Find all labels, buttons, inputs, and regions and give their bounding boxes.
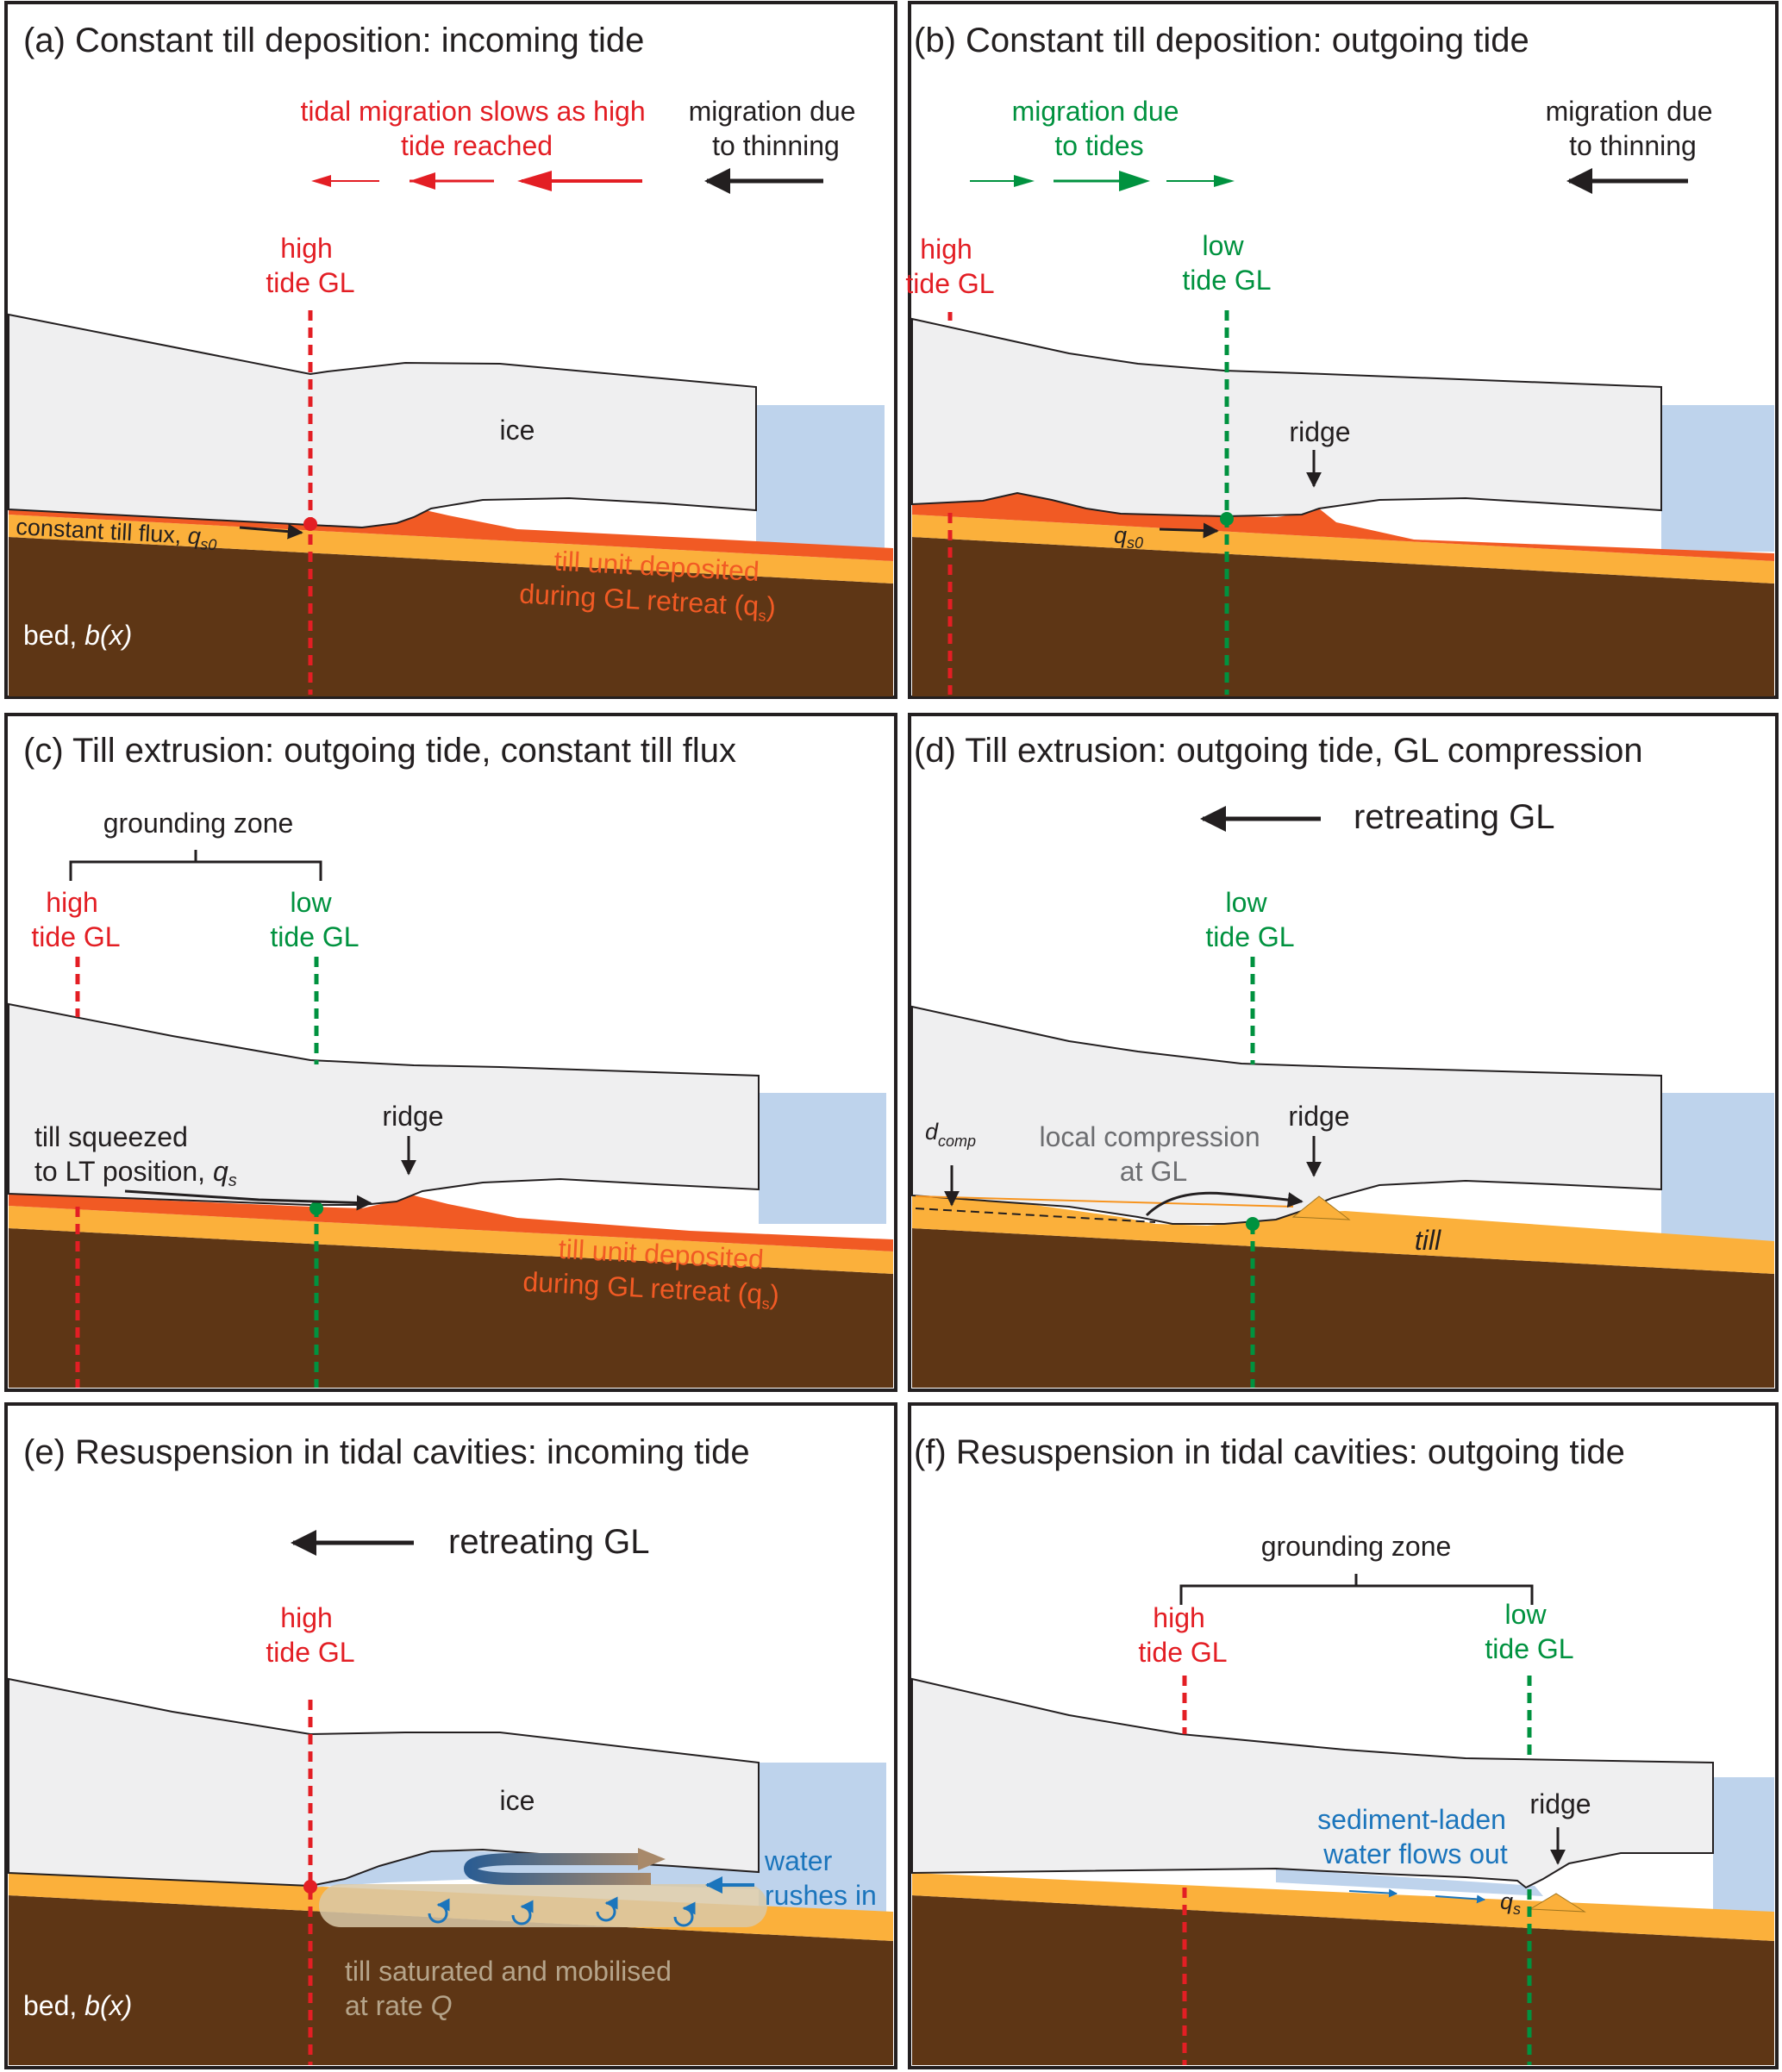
panel-b: (b) Constant till deposition: outgoing t… (905, 1, 1779, 699)
bed-label: bed, b(x) (23, 1990, 132, 2021)
panel-title: (a) Constant till deposition: incoming t… (23, 22, 644, 59)
grounding-zone-bracket (1179, 1574, 1534, 1605)
grounding-line-point (303, 1880, 317, 1894)
panel-c: (c) Till extrusion: outgoing tide, const… (4, 713, 897, 1392)
ridge-label: ridge (1288, 1101, 1349, 1132)
migration-thinning-label: migration due to thinning (1546, 96, 1721, 161)
ridge-label: ridge (1529, 1788, 1591, 1819)
ice-shelf (8, 313, 757, 529)
low-tide-gl-label: low tide GL (270, 887, 359, 952)
flux-arrow (239, 523, 303, 540)
till-label: till (1415, 1225, 1441, 1256)
compression-depth-line (915, 1208, 1156, 1223)
ice-label: ice (500, 415, 535, 446)
ice-shelf (911, 317, 1662, 518)
low-tide-gl-label: low tide GL (1485, 1599, 1573, 1664)
bed (912, 537, 1774, 696)
panel-title: (c) Till extrusion: outgoing tide, const… (23, 732, 736, 770)
migration-tides-label: migration due to tides (1012, 96, 1187, 161)
high-tide-gl-label: high tide GL (905, 234, 994, 299)
ice-shelf (911, 1677, 1714, 1889)
bed-label: bed, b(x) (23, 620, 132, 651)
ice-label: ice (500, 1785, 535, 1816)
panel-d: (d) Till extrusion: outgoing tide, GL co… (908, 713, 1779, 1392)
till-layer (912, 1195, 1774, 1274)
water (1661, 405, 1774, 552)
till-layer (9, 1206, 893, 1274)
cavity-water (1276, 1869, 1543, 1896)
till-unit-deposited (9, 1194, 893, 1251)
high-tide-gl-label: high tide GL (1138, 1602, 1227, 1668)
eddy-icons (428, 1896, 696, 1927)
bed (9, 1895, 893, 2065)
panel-a: (a) Constant till deposition: incoming t… (4, 1, 897, 699)
panel-title: (d) Till extrusion: outgoing tide, GL co… (914, 732, 1643, 770)
till-layer (912, 1873, 1774, 1941)
water (756, 405, 885, 552)
high-tide-gl-label: high tide GL (266, 1602, 354, 1668)
panel-f: (f) Resuspension in tidal cavities: outg… (908, 1402, 1779, 2069)
ice-shelf (8, 1002, 760, 1206)
bed (912, 1228, 1774, 1388)
bed (9, 1228, 893, 1388)
till-layer (912, 515, 1774, 584)
till-squeezed-label: till squeezed to LT position, qs (34, 1121, 237, 1190)
ridge-mound (1291, 1195, 1351, 1220)
low-tide-gl-label: low tide GL (1205, 887, 1294, 952)
panel-title: (e) Resuspension in tidal cavities: inco… (23, 1433, 750, 1471)
retreating-label: retreating GL (1354, 798, 1554, 836)
panel-title: (b) Constant till deposition: outgoing t… (914, 22, 1529, 59)
till-layer (9, 515, 893, 584)
sediment-laden-label: sediment-laden water flows out (1317, 1804, 1514, 1869)
flux-label: qs (1500, 1888, 1521, 1918)
till-unit-deposited (912, 492, 1774, 561)
water (1661, 1093, 1774, 1258)
panel-e: (e) Resuspension in tidal cavities: inco… (4, 1402, 897, 2069)
extrusion-arrow (1145, 1191, 1304, 1217)
tidal-arrows (970, 171, 1235, 191)
grounding-line-point (303, 517, 317, 531)
till-unit-label: till unit deposited during GL retreat (q… (518, 544, 778, 625)
high-tide-gl-label: high tide GL (31, 887, 120, 952)
squeeze-arrow (124, 1189, 372, 1211)
retreating-label: retreating GL (448, 1523, 649, 1561)
water (759, 1763, 886, 1931)
grounding-line-point (310, 1201, 323, 1215)
grounding-line-point (1246, 1217, 1260, 1231)
original-till-surface (915, 1195, 1294, 1208)
water (1713, 1777, 1774, 1931)
ice-shelf (911, 1005, 1662, 1225)
grounding-line-point (1220, 512, 1234, 526)
outflow-arrow (1348, 1888, 1397, 1898)
grounding-zone-label: grounding zone (1261, 1531, 1452, 1562)
outflow-arrow (1435, 1894, 1485, 1904)
circulation-arrowhead (638, 1848, 666, 1870)
bed (9, 537, 893, 696)
low-tide-gl-label: low tide GL (1182, 230, 1271, 296)
ridge-label: ridge (382, 1101, 443, 1132)
tidal-migration-label: tidal migration slows as high tide reach… (300, 96, 653, 161)
migration-thinning-label: migration due to thinning (689, 96, 864, 161)
water-rushes-label: water rushes in (764, 1845, 877, 1911)
tidal-arrows (311, 171, 642, 191)
panel-title: (f) Resuspension in tidal cavities: outg… (914, 1433, 1625, 1471)
grounding-zone-label: grounding zone (103, 808, 294, 839)
flux-label: qs0 (1114, 522, 1143, 552)
local-compression-label: local compression at GL (1040, 1121, 1268, 1187)
mobilised-till (319, 1884, 767, 1927)
circulation-arrow (463, 1853, 651, 1885)
high-tide-gl-label: high tide GL (266, 233, 354, 298)
grounding-zone-bracket (69, 850, 322, 881)
flux-arrow (1159, 522, 1219, 539)
bed (912, 1895, 1774, 2065)
ridge-label: ridge (1289, 416, 1350, 447)
till-saturated-label: till saturated and mobilised at rate Q (345, 1956, 679, 2021)
water (759, 1093, 886, 1224)
dcomp-label: dcomp (925, 1119, 976, 1150)
ridge-mound (1529, 1893, 1586, 1913)
